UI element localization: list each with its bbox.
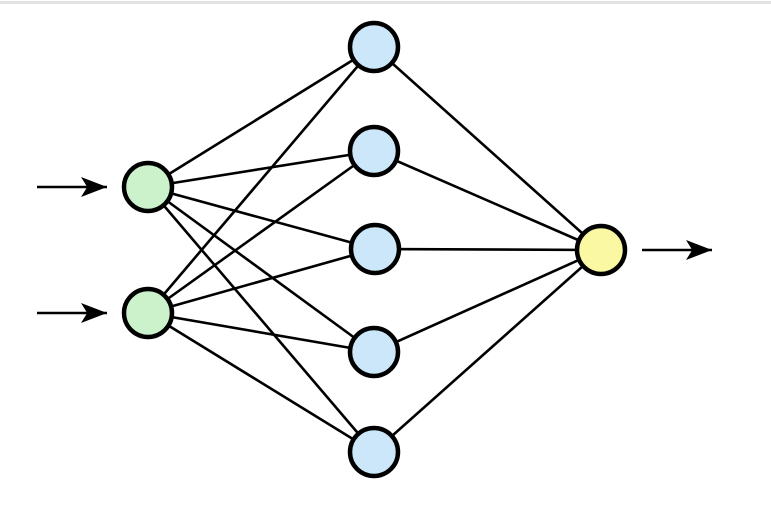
- hidden-2-node: [347, 124, 401, 178]
- edge-hidden-2-to-output-1: [373, 149, 602, 252]
- edge-hidden-3-to-output-1: [374, 247, 602, 252]
- node-layer: [121, 20, 628, 479]
- output-1-node: [574, 223, 628, 277]
- edge-input-1-to-hidden-4: [147, 185, 375, 354]
- arrow-layer: [37, 177, 712, 323]
- edge-layer: [147, 45, 602, 454]
- edge-input-2-to-hidden-1: [147, 46, 375, 314]
- edge-input-2-to-hidden-3: [147, 247, 376, 315]
- hidden-1-node: [347, 20, 401, 74]
- hidden-4-node: [347, 325, 401, 379]
- edge-input-2-to-hidden-4: [147, 311, 375, 354]
- edge-hidden-1-to-output-1: [373, 46, 602, 251]
- page-top-border: [0, 1, 771, 4]
- edge-input-1-to-hidden-3: [147, 185, 376, 251]
- edge-input-2-to-hidden-2: [147, 149, 375, 315]
- hidden-3-node: [348, 222, 402, 276]
- input-1-node: [121, 160, 175, 214]
- edge-hidden-5-to-output-1: [373, 249, 602, 453]
- edge-input-1-to-hidden-5: [147, 186, 375, 453]
- edge-input-2-to-hidden-5: [147, 311, 375, 454]
- edge-hidden-4-to-output-1: [373, 248, 602, 354]
- edge-input-1-to-hidden-1: [147, 45, 375, 189]
- edge-input-1-to-hidden-2: [147, 149, 375, 189]
- input-2-node: [121, 286, 175, 340]
- hidden-5-node: [347, 425, 401, 479]
